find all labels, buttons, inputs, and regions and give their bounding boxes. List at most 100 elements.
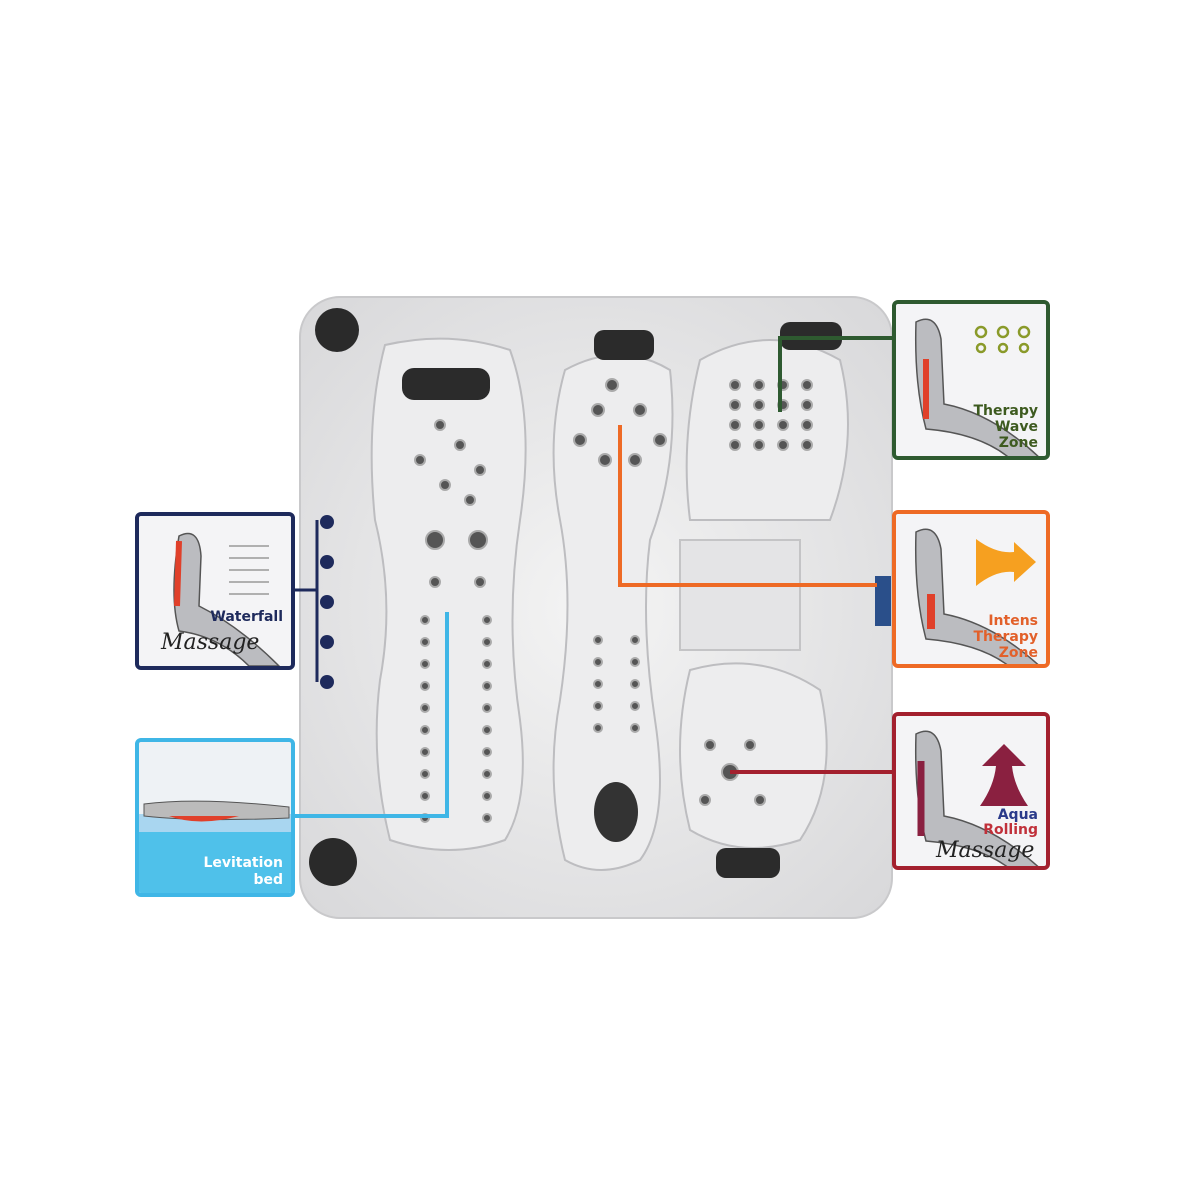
intens-therapy-label-2: Therapy — [973, 629, 1038, 645]
jet — [744, 739, 756, 751]
waterfall-massage-callout: Waterfall Massage — [135, 512, 295, 670]
levitation-bed-callout: Levitation bed — [135, 738, 295, 897]
jet — [630, 701, 640, 711]
jet — [420, 615, 430, 625]
jet — [630, 657, 640, 667]
jet — [420, 747, 430, 757]
headrest-pillow — [402, 368, 490, 400]
jet — [464, 494, 476, 506]
jet — [633, 403, 647, 417]
waterfall-label: Waterfall — [210, 609, 283, 625]
aqua-rolling-label-1: Aqua — [997, 807, 1038, 823]
aqua-rolling-massage-callout: Aqua Rolling Massage — [892, 712, 1050, 870]
jet — [699, 794, 711, 806]
jet — [605, 378, 619, 392]
intens-therapy-zone-callout: Intens Therapy Zone — [892, 510, 1050, 668]
levitation-label-2: bed — [253, 872, 283, 888]
middle-seat — [552, 354, 674, 871]
jet — [753, 379, 765, 391]
intens-therapy-connector — [618, 425, 877, 587]
jet — [482, 813, 492, 823]
jet — [753, 399, 765, 411]
jet — [801, 439, 813, 451]
jet — [593, 635, 603, 645]
jet — [420, 725, 430, 735]
jet — [414, 454, 426, 466]
jet — [454, 439, 466, 451]
intens-therapy-label-3: Zone — [998, 645, 1038, 661]
jet — [420, 769, 430, 779]
jet — [482, 703, 492, 713]
jet — [420, 703, 430, 713]
jet — [482, 681, 492, 691]
jet — [628, 453, 642, 467]
seated-person-jets-icon — [914, 318, 1039, 456]
jet — [468, 530, 488, 550]
levitation-connector — [295, 612, 449, 818]
filter-drain — [594, 782, 638, 842]
jet — [729, 419, 741, 431]
jet — [482, 769, 492, 779]
jet — [573, 433, 587, 447]
jet — [482, 615, 492, 625]
jet — [801, 379, 813, 391]
bottom-seat — [679, 662, 828, 849]
jet — [729, 399, 741, 411]
seated-person-up-arrow-icon — [914, 730, 1039, 866]
therapy-wave-connector — [778, 336, 892, 412]
intens-therapy-label-1: Intens — [988, 613, 1038, 629]
jet — [593, 679, 603, 689]
jet — [801, 419, 813, 431]
jet — [474, 464, 486, 476]
aqua-rolling-label-2: Rolling — [983, 822, 1038, 838]
therapy-wave-label-1: Therapy — [973, 403, 1038, 419]
jet — [729, 439, 741, 451]
jet — [593, 657, 603, 667]
jet — [593, 701, 603, 711]
jet — [434, 419, 446, 431]
waterfall-jet — [320, 515, 334, 529]
aqua-rolling-label-script: Massage — [936, 838, 1035, 863]
jet — [482, 747, 492, 757]
jet — [482, 637, 492, 647]
jet — [704, 739, 716, 751]
jet — [753, 439, 765, 451]
jet — [425, 530, 445, 550]
therapy-wave-label-2: Wave — [994, 419, 1038, 435]
waterfall-jet — [320, 555, 334, 569]
seated-person-icon — [173, 532, 281, 666]
waterfall-jet — [320, 635, 334, 649]
jet — [630, 635, 640, 645]
jet — [777, 419, 789, 431]
therapy-wave-label-3: Zone — [998, 435, 1038, 451]
jet — [420, 791, 430, 801]
footwell — [679, 539, 801, 651]
therapy-wave-zone-callout: Therapy Wave Zone — [892, 300, 1050, 460]
jet — [420, 681, 430, 691]
jet — [653, 433, 667, 447]
jet — [482, 659, 492, 669]
jet — [482, 725, 492, 735]
headrest-pillow — [594, 330, 654, 360]
corner-cup-holder — [309, 838, 357, 886]
jet — [630, 679, 640, 689]
waterfall-label-script: Massage — [161, 630, 260, 655]
corner-cup-holder — [315, 308, 359, 352]
jet — [420, 659, 430, 669]
control-panel — [875, 576, 891, 626]
jet — [482, 791, 492, 801]
floating-person-icon — [139, 800, 291, 893]
jet — [591, 403, 605, 417]
jet — [420, 637, 430, 647]
jet — [630, 723, 640, 733]
jet — [593, 723, 603, 733]
seated-person-arrow-icon — [914, 528, 1039, 664]
waterfall-jet — [320, 595, 334, 609]
jet — [729, 379, 741, 391]
levitation-label-1: Levitation — [203, 855, 283, 871]
jet — [474, 576, 486, 588]
jet — [754, 794, 766, 806]
jet — [777, 439, 789, 451]
jet — [753, 419, 765, 431]
